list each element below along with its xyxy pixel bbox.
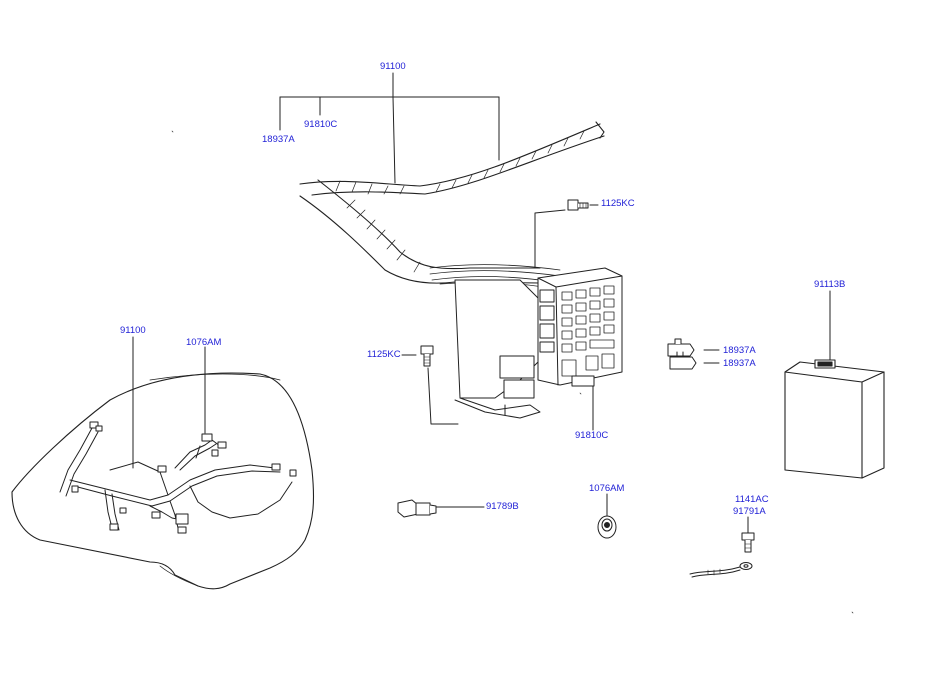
junction-box[interactable] [454,267,623,419]
specks [171,130,854,614]
bolt-top-icon[interactable] [567,199,589,211]
label-connector-top[interactable]: 91810C [304,119,338,130]
label-bolt-left[interactable]: 1125KC [367,349,401,360]
label-fuse-right-2[interactable]: 18937A [723,358,756,369]
label-fuse-right-1[interactable]: 18937A [723,345,756,356]
label-plug[interactable]: 91789B [486,501,519,512]
vehicle-harness[interactable] [59,421,297,534]
label-bolt-top[interactable]: 1125KC [601,198,635,209]
label-ground-bolt[interactable]: 1141AC [735,494,769,505]
label-car-clip[interactable]: 1076AM [186,337,222,348]
label-relay[interactable]: 91113B [814,279,846,290]
main-harness[interactable] [299,121,605,289]
label-connector-bottom[interactable]: 91810C [575,430,609,441]
fuse-pair-icon[interactable] [667,338,697,370]
vehicle-outline [11,372,315,590]
ground-bolt-icon[interactable] [741,532,755,553]
label-grommet[interactable]: 1076AM [589,483,625,494]
label-harness-top[interactable]: 91100 [380,61,406,72]
fuse-slots [561,285,615,377]
relay-module[interactable] [784,359,885,479]
label-car-harness[interactable]: 91100 [120,325,146,336]
ground-strap-icon[interactable] [689,562,753,578]
leader-lines [132,72,831,534]
grommet-icon[interactable] [597,515,617,539]
label-ground-strap[interactable]: 91791A [733,506,766,517]
label-fuse-top[interactable]: 18937A [262,134,295,145]
bolt-left-icon[interactable] [420,345,434,367]
plug-connector-icon[interactable] [397,499,437,518]
